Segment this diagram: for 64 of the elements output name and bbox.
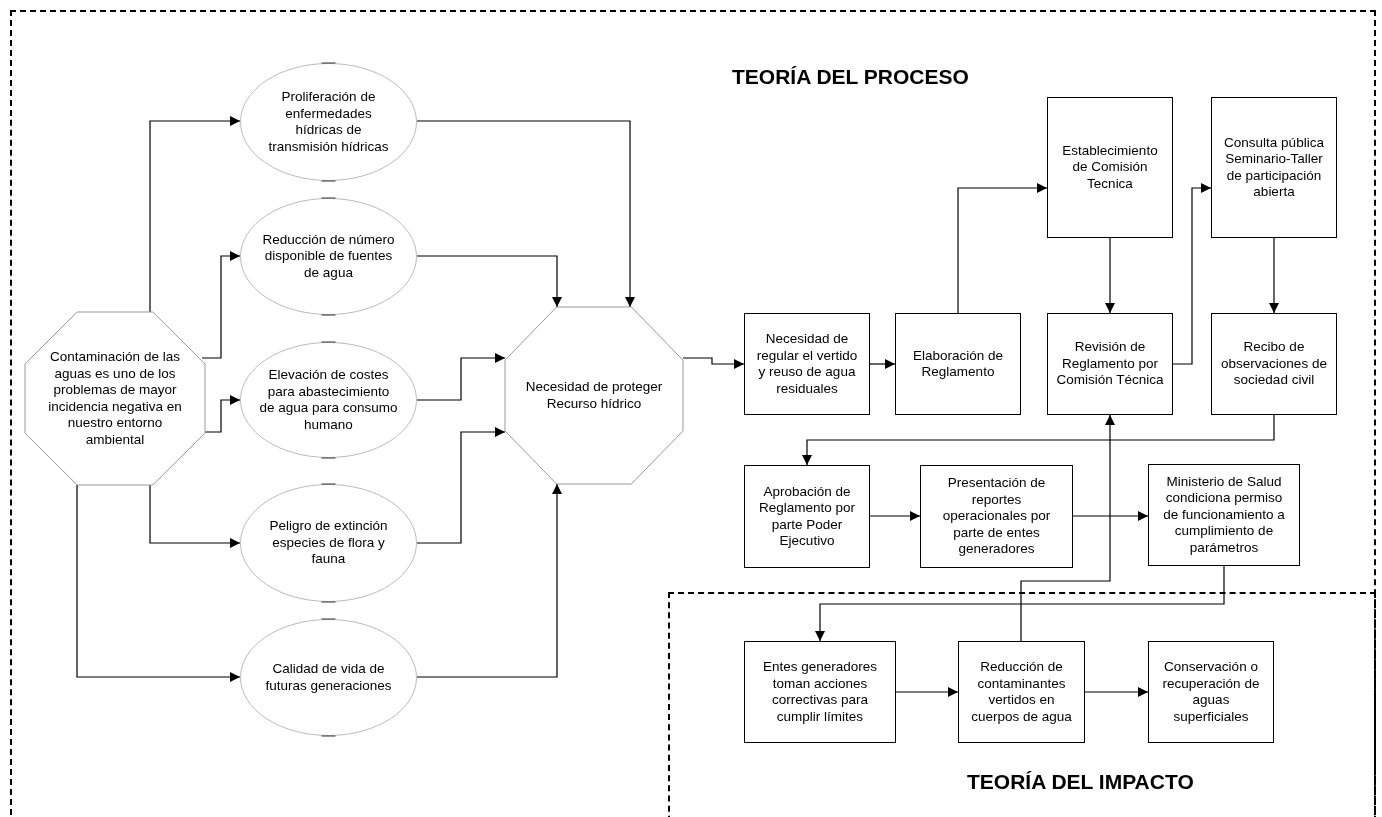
arrow bbox=[416, 255, 562, 308]
arrow bbox=[416, 483, 562, 678]
node-text: Presentación de reportes operacionales por parte de entes generadores bbox=[941, 475, 1052, 558]
arrow bbox=[815, 565, 1225, 642]
arrow bbox=[1020, 414, 1115, 642]
arrow bbox=[416, 353, 506, 401]
arrow bbox=[416, 427, 506, 544]
arrow bbox=[76, 484, 241, 682]
octagon-node bbox=[505, 307, 683, 484]
node-text: Necesidad de proteger Recurso hídrico bbox=[524, 379, 664, 412]
node-text: Necesidad de regular el vertido y reuso de agua residuales bbox=[755, 331, 859, 397]
node-text: Establecimiento de Comisión Tecnica bbox=[1061, 142, 1159, 193]
section-title: TEORÍA DEL IMPACTO bbox=[967, 769, 1194, 795]
arrow bbox=[682, 357, 745, 369]
node-text: Proliferación de enfermedades hídricas de transmisión hídricas bbox=[267, 89, 390, 155]
process-box bbox=[744, 641, 896, 743]
process-box bbox=[920, 465, 1073, 568]
dashed-region bbox=[668, 592, 1376, 817]
process-box bbox=[1047, 97, 1173, 238]
process-box bbox=[1047, 313, 1173, 415]
arrow bbox=[149, 116, 241, 313]
node-text: Contaminación de las aguas es uno de los problemas de mayor incidencia negativa en nuestro entorno ambiental bbox=[47, 349, 183, 448]
arrow bbox=[1172, 183, 1212, 365]
node-text: Conservación o recuperación de aguas superficiales bbox=[1161, 659, 1261, 725]
node-text: Entes generadores toman acciones correctivas para cumplir límites bbox=[761, 659, 879, 725]
ellipse-node bbox=[240, 63, 417, 181]
node-text: Calidad de vida de futuras generaciones bbox=[264, 661, 393, 694]
ellipse-node bbox=[240, 619, 417, 736]
node-text: Consulta pública Seminario-Taller de participación abierta bbox=[1223, 134, 1325, 201]
ellipse-node bbox=[240, 342, 417, 458]
arrow bbox=[201, 251, 241, 359]
node-text: Aprobación de Reglamento por parte Poder Ejecutivo bbox=[757, 483, 857, 550]
process-box bbox=[1211, 313, 1337, 415]
node-text: Elaboración de Reglamento bbox=[911, 347, 1005, 381]
node-text: Reducción de número disponible de fuentes de agua bbox=[261, 231, 396, 282]
arrow bbox=[802, 414, 1275, 466]
node-text: Reducción de contaminantes vertidos en cuerpos de agua bbox=[970, 659, 1073, 725]
arrow bbox=[957, 183, 1048, 314]
arrow bbox=[895, 687, 959, 697]
process-box bbox=[1211, 97, 1337, 238]
node-text: Ministerio de Salud condiciona permiso de funcionamiento a cumplimiento de parámetros bbox=[1162, 473, 1286, 557]
arrow bbox=[149, 484, 241, 548]
node-text: Elevación de costes para abastecimiento de agua para consumo humano bbox=[258, 367, 399, 433]
node-text: Recibo de observaciones de sociedad civil bbox=[1220, 339, 1328, 389]
octagon-node bbox=[25, 312, 205, 485]
arrow bbox=[1072, 511, 1149, 521]
ellipse-node bbox=[240, 484, 417, 602]
arrow bbox=[1105, 237, 1115, 314]
process-box bbox=[744, 313, 870, 415]
arrow bbox=[869, 359, 896, 369]
ellipse-node bbox=[240, 198, 417, 315]
arrow bbox=[1084, 687, 1149, 697]
node-text: Revisión de Reglamento por Comisión Técnica bbox=[1056, 339, 1164, 389]
process-box bbox=[958, 641, 1085, 743]
process-box bbox=[744, 465, 870, 568]
process-box bbox=[1148, 641, 1274, 743]
process-box bbox=[1148, 464, 1300, 566]
section-title: TEORÍA DEL PROCESO bbox=[732, 64, 969, 90]
arrow bbox=[416, 120, 635, 308]
arrow bbox=[1269, 237, 1279, 314]
node-text: Peligro de extinción especies de flora y fauna bbox=[268, 518, 389, 568]
arrow bbox=[869, 511, 921, 521]
dashed-region bbox=[10, 10, 1376, 817]
process-box bbox=[895, 313, 1021, 415]
